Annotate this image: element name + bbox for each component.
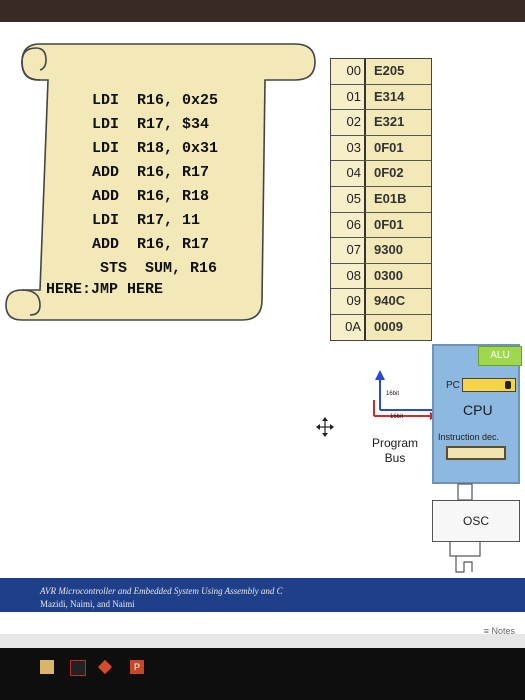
memory-value: 0F01 xyxy=(374,139,404,155)
memory-row: 05 E01B xyxy=(331,186,431,213)
media-icon[interactable] xyxy=(70,660,86,676)
memory-address: 07 xyxy=(331,238,366,263)
memory-address: 01 xyxy=(331,84,366,110)
memory-address: 06 xyxy=(331,212,366,238)
alu-box: ALU xyxy=(478,346,522,366)
code-line-2: LDI R17, $34 xyxy=(92,116,210,133)
memory-address: 0A xyxy=(331,314,366,340)
memory-value: E321 xyxy=(374,114,405,130)
bus-arrows xyxy=(373,370,438,420)
memory-address: 03 xyxy=(331,135,366,161)
memory-row: 09 940C xyxy=(331,289,431,315)
powerpoint-icon[interactable]: P xyxy=(130,660,144,674)
instruction-decoder-box xyxy=(446,446,506,460)
top-bar xyxy=(0,0,525,22)
memory-value: 940C xyxy=(374,293,406,309)
memory-address: 00 xyxy=(331,59,366,84)
program-bus-line2: Bus xyxy=(384,451,406,465)
code-line-6: LDI R17, 11 xyxy=(92,212,201,229)
memory-value: 0F01 xyxy=(374,216,404,232)
code-line-4: ADD R16, R17 xyxy=(92,164,210,181)
memory-row: 06 0F01 xyxy=(331,212,431,239)
memory-value: E314 xyxy=(374,88,405,104)
memory-row: 07 9300 xyxy=(331,238,431,264)
cpu-block xyxy=(432,344,520,484)
bus-width-label-8: 16bit xyxy=(390,414,404,420)
footer-book-title: AVR Microcontroller and Embedded System … xyxy=(40,586,283,596)
memory-address: 09 xyxy=(331,289,366,314)
memory-value: 0F02 xyxy=(374,165,404,181)
program-bus-line1: Program xyxy=(372,436,419,450)
scroll-graphic xyxy=(5,43,316,321)
memory-row: 00 E205 xyxy=(331,59,431,85)
memory-address: 02 xyxy=(331,110,366,135)
taskbar xyxy=(0,648,525,700)
memory-address: 05 xyxy=(331,186,366,212)
memory-row: 04 0F02 xyxy=(331,161,431,187)
memory-row: 02 E321 xyxy=(331,110,431,136)
code-line-5: ADD R16, R18 xyxy=(92,188,210,205)
memory-row: 08 0300 xyxy=(331,263,431,290)
footer-authors: Mazidi, Naimi, and Naimi xyxy=(40,599,135,609)
code-line-8: STS SUM, R16 xyxy=(100,260,218,277)
oscillator-box: OSC xyxy=(432,500,520,542)
bus-width-label-16: 16bit xyxy=(386,391,400,397)
memory-address: 08 xyxy=(331,263,366,289)
program-bus-label: Program Bus xyxy=(372,436,418,466)
pc-indicator-icon xyxy=(505,381,511,389)
memory-value: E01B xyxy=(374,190,407,206)
notes-button[interactable]: ≡ Notes xyxy=(484,626,515,636)
memory-address: 04 xyxy=(331,161,366,186)
code-line-1: LDI R16, 0x25 xyxy=(92,92,219,109)
slide-footer-bar xyxy=(0,578,525,612)
memory-row: 01 E314 xyxy=(331,84,431,111)
instruction-decoder-label: Instruction dec. xyxy=(438,432,500,442)
memory-value: 0009 xyxy=(374,318,403,334)
notes-label: Notes xyxy=(491,626,515,636)
cpu-label: CPU xyxy=(463,402,493,418)
code-line-9: HERE:JMP HERE xyxy=(46,281,164,298)
program-memory-table: 00 E205 01 E314 02 E321 03 0F01 04 0F02 05 E01… xyxy=(330,58,432,341)
pc-register xyxy=(462,378,516,392)
memory-row: 03 0F01 xyxy=(331,135,431,162)
code-line-7: ADD R16, R17 xyxy=(92,236,210,253)
memory-value: 9300 xyxy=(374,242,403,258)
memory-value: E205 xyxy=(374,63,405,78)
code-line-3: LDI R18, 0x31 xyxy=(92,140,219,157)
notes-icon: ≡ xyxy=(483,626,492,636)
memory-row: 0A 0009 xyxy=(331,314,431,340)
pc-label: PC xyxy=(446,380,460,391)
folder-icon[interactable] xyxy=(40,660,54,674)
memory-value: 0300 xyxy=(374,267,403,283)
move-cursor-icon xyxy=(316,417,334,437)
